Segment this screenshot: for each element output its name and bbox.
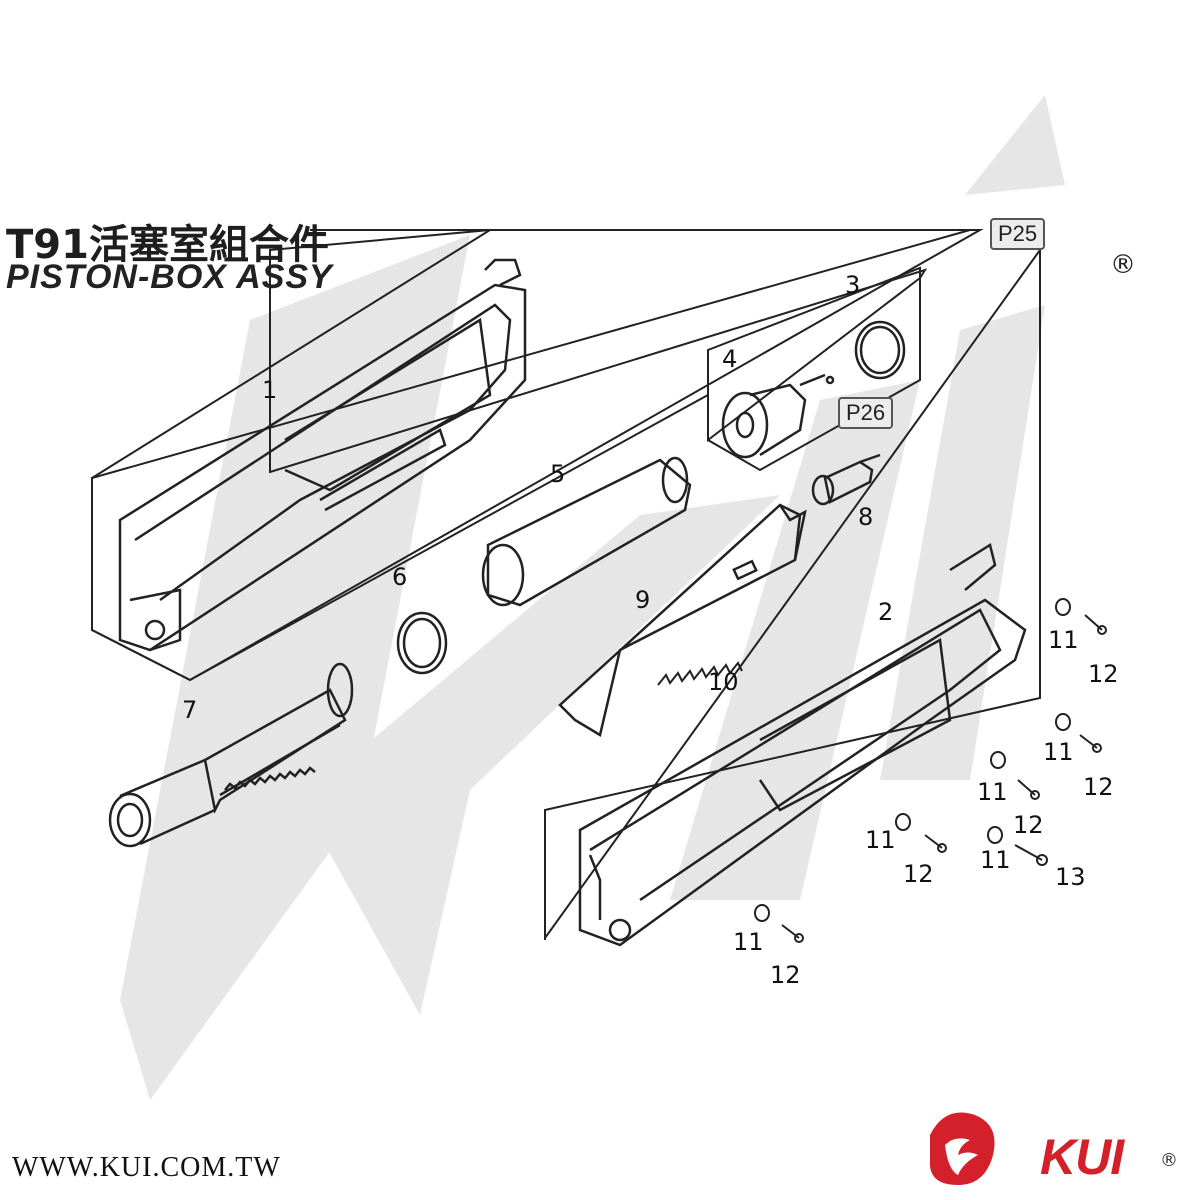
brand-registered-mark: ® [1160,1150,1178,1171]
callout-4: 4 [722,345,737,373]
screw-icon[interactable] [1017,779,1040,800]
assembly-outlines [91,229,1041,940]
page-ref-p25[interactable]: P25 [990,218,1046,250]
callout-13: 13 [1055,863,1086,891]
callout-11: 11 [1043,738,1074,766]
nut-icon[interactable] [1055,598,1071,616]
callout-12: 12 [903,860,934,888]
part-7-piston[interactable] [108,662,354,848]
website-link[interactable]: WWW.KUI.COM.TW [12,1152,281,1183]
nut-icon[interactable] [1055,713,1071,731]
part-1-left-shell[interactable] [118,258,527,652]
nut-icon[interactable] [754,904,770,922]
callout-6: 6 [392,563,407,591]
callout-11: 11 [865,826,896,854]
callout-11: 11 [1048,626,1079,654]
brand-wordmark: KUI [1040,1129,1124,1185]
callout-11: 11 [733,928,764,956]
callout-3: 3 [845,271,860,299]
title-chinese: T91活塞室組合件 [6,222,329,268]
callout-9: 9 [635,586,650,614]
callout-2: 2 [878,598,893,626]
callout-12: 12 [1013,811,1044,839]
part-3-o-ring[interactable] [854,320,906,380]
callout-1: 1 [262,376,277,404]
part-2-right-shell[interactable] [578,543,1027,947]
part-4-cylinder-head[interactable] [721,373,835,459]
callout-12: 12 [1088,660,1119,688]
nut-icon[interactable] [987,826,1003,844]
registered-mark: ® [1110,250,1136,280]
part-10-spring[interactable] [657,661,743,686]
outline-part-2 [544,246,1041,940]
callout-8: 8 [858,503,873,531]
page-ref-p26[interactable]: P26 [838,397,894,429]
callout-labels: 1 2 3 4 5 6 7 8 9 10 11 12 11 12 11 12 1… [182,271,1119,989]
long-screw-icon[interactable] [1014,844,1048,866]
screw-icon[interactable] [924,834,947,853]
part-6-o-ring[interactable] [396,611,448,675]
part-9-tappet-plate[interactable] [558,503,807,737]
hardware-group [754,598,1107,943]
screw-icon[interactable] [1079,734,1102,753]
title-english: PISTON-BOX ASSY [6,258,333,296]
callout-11: 11 [977,778,1008,806]
screw-icon[interactable] [781,924,804,943]
callout-12: 12 [1083,773,1114,801]
nut-icon[interactable] [895,813,911,831]
screw-icon[interactable] [1084,614,1107,635]
outline-part-1-box [91,229,984,682]
callout-12: 12 [770,961,801,989]
kui-lion-logo [929,1112,995,1185]
callout-10: 10 [708,668,739,696]
kui-watermark [120,95,1065,1100]
part-8-air-nozzle[interactable] [811,453,881,506]
part-5-cylinder[interactable] [481,456,692,607]
callout-5: 5 [550,460,565,488]
nut-icon[interactable] [990,751,1006,769]
callout-7: 7 [182,696,197,724]
callout-11: 11 [980,846,1011,874]
